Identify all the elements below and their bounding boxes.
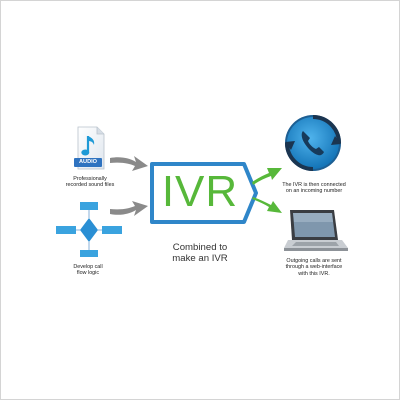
ivr-caption-line-1: Combined to xyxy=(172,242,228,253)
ivr-label: IVR xyxy=(161,167,239,216)
laptop-caption-line-1: Outgoing calls are sent xyxy=(286,258,342,264)
laptop-caption-line-3: with this IVR. xyxy=(298,270,330,277)
audio-caption-line-2: recorded sound files xyxy=(65,182,115,189)
arrow-audio-to-ivr xyxy=(108,150,150,174)
ivr-box xyxy=(148,160,260,226)
arrow-ivr-to-laptop xyxy=(250,196,284,220)
arrow-ivr-to-phone xyxy=(250,160,284,186)
flow-caption-line-2: flow logic xyxy=(76,270,100,277)
flow-caption-line-1: Develop call xyxy=(73,264,103,270)
audio-badge: AUDIO xyxy=(74,158,102,167)
phone-refresh-icon xyxy=(282,112,344,174)
phone-caption-line-1: The IVR is then connected xyxy=(282,182,346,188)
ivr-caption-line-2: make an IVR xyxy=(172,253,228,264)
audio-caption-line-1: Professionally xyxy=(73,176,107,182)
flowchart-icon xyxy=(54,200,124,258)
ivr-caption: Combined to make an IVR xyxy=(150,242,250,264)
laptop-caption: Outgoing calls are sent through a web-in… xyxy=(268,258,360,277)
audio-caption: Professionally recorded sound files xyxy=(50,176,130,189)
arrow-flow-to-ivr xyxy=(108,198,150,222)
phone-caption-line-2: on an incoming number xyxy=(285,188,343,195)
flow-caption: Develop call flow logic xyxy=(58,264,118,277)
phone-caption: The IVR is then connected on an incoming… xyxy=(268,182,360,195)
laptop-caption-line-2: through a web-interface xyxy=(285,264,343,271)
laptop-icon xyxy=(278,208,348,254)
